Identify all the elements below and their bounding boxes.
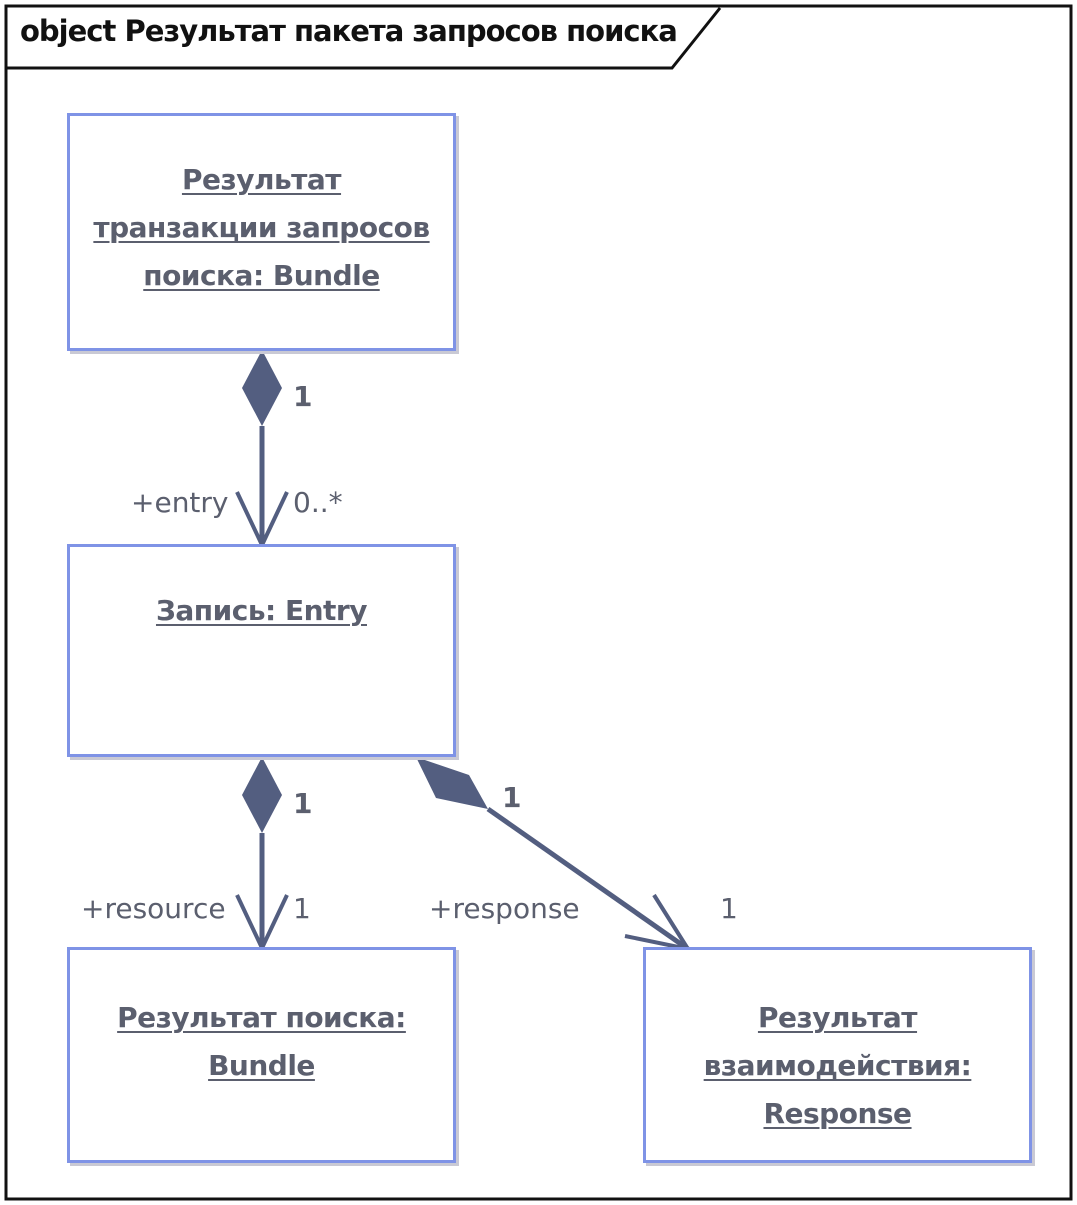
object-label-line: Результат поиска: (117, 1001, 406, 1034)
multiplicity-resource-source: 1 (293, 787, 313, 820)
composition-diamond (242, 757, 282, 833)
role-resource: +resource (81, 892, 226, 925)
multiplicity-entry-target: 0..* (293, 486, 343, 519)
multiplicity-transaction-source: 1 (293, 380, 313, 413)
object-label: Результат транзакции запросов поиска: Bu… (70, 156, 453, 300)
object-interaction-result[interactable]: Результат взаимодействия: Response (643, 947, 1032, 1163)
object-label: Результат взаимодействия: Response (646, 994, 1029, 1138)
multiplicity-response-target: 1 (720, 892, 738, 925)
object-label-line: Запись: Entry (155, 594, 368, 627)
object-label-line: взаимодействия: (703, 1049, 972, 1082)
object-label-line: Response (763, 1097, 912, 1130)
object-search-result[interactable]: Результат поиска: Bundle (67, 947, 456, 1163)
role-response: +response (429, 892, 580, 925)
composition-diamond (242, 350, 282, 426)
frame-title: object Результат пакета запросов поиска (20, 14, 678, 48)
multiplicity-resource-target: 1 (293, 892, 311, 925)
role-entry: +entry (131, 486, 229, 519)
object-entry[interactable]: Запись: Entry (67, 544, 456, 757)
association-entry-resource (235, 757, 289, 953)
object-label-line: Bundle (208, 1049, 315, 1082)
object-label-line: поиска: Bundle (143, 259, 380, 292)
object-label-line: Результат (181, 163, 342, 196)
object-transaction-result[interactable]: Результат транзакции запросов поиска: Bu… (67, 113, 456, 351)
composition-diamond (416, 757, 488, 809)
association-transaction-entry (235, 350, 289, 550)
object-label-line: транзакции запросов (93, 211, 430, 244)
association-line (486, 806, 690, 952)
multiplicity-response-source: 1 (502, 781, 522, 814)
frame-title-tab (6, 7, 722, 70)
object-label-line: Результат (757, 1001, 918, 1034)
object-label: Результат поиска: Bundle (70, 994, 453, 1090)
object-label: Запись: Entry (70, 587, 453, 635)
diagram-frame (4, 4, 1073, 1201)
